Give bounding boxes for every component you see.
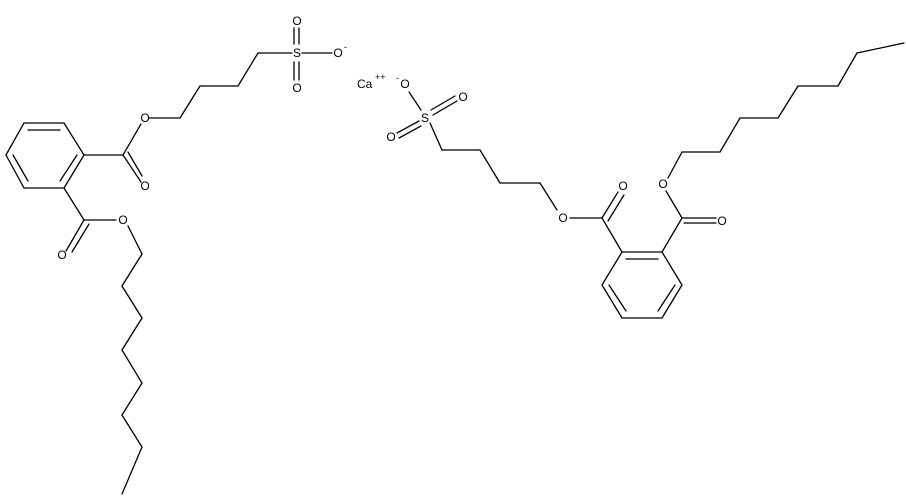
sulfonate-oxygen-right-anion: O [400,77,409,91]
carbonyl-oxygen-1: O [140,179,149,193]
ester-oxygen-4: O [658,177,667,191]
carbonyl-oxygen-3: O [618,179,627,193]
right-ester-3 [569,191,625,253]
sulfur-right: S [421,111,429,125]
sulfur-left: S [293,46,301,60]
left-benzene-ring [5,122,85,189]
right-butyl-chain [441,149,558,211]
ester-oxygen-3: O [558,211,567,225]
right-octyl-chain [667,42,905,179]
right-benzene-ring [601,251,683,319]
right-molecule: - O O O S O O [386,42,905,319]
right-ester-4 [661,190,717,253]
sulfonate-oxygen-right-left: O [386,130,395,144]
left-butyl-chain [179,52,293,119]
left-sulfonate-bonds [293,27,333,81]
calcium-ion: Ca [357,77,373,91]
left-sulfonate-charge: - [344,42,347,52]
left-molecule: O O S O O O - O O [5,14,347,495]
ester-oxygen-1: O [140,111,149,125]
ester-oxygen-2: O [118,213,127,227]
right-sulfonate-charge: - [396,73,399,83]
left-upper-ester [83,117,181,183]
calcium-charge: ++ [375,72,386,82]
carbonyl-oxygen-4: O [717,214,726,228]
sulfonate-oxygen-left-anion: O [333,46,342,60]
left-octyl-chain [121,225,143,495]
left-lower-ester [63,187,117,253]
sulfonate-oxygen-left-up: O [292,14,301,28]
right-sulfonate-bonds [396,91,458,151]
carbonyl-oxygen-2: O [57,248,66,262]
sulfonate-oxygen-left-down: O [292,81,301,95]
sulfonate-oxygen-right-up: O [458,90,467,104]
